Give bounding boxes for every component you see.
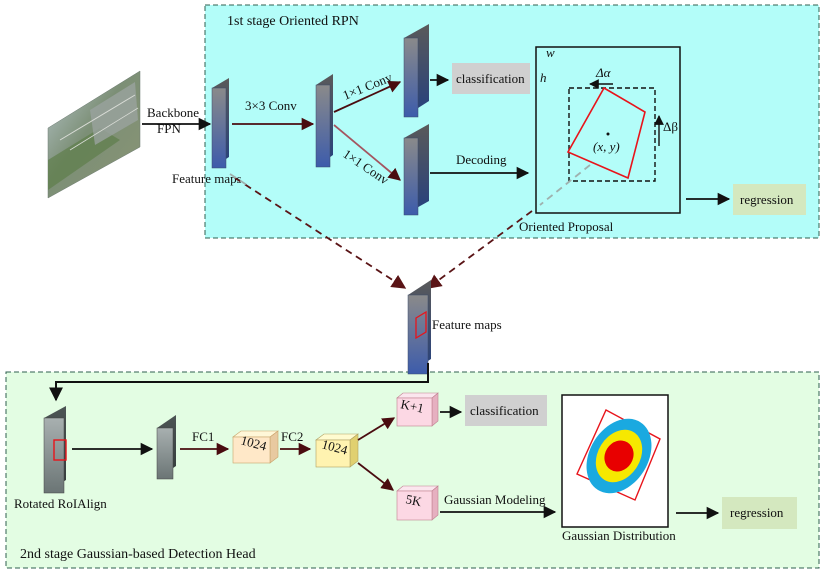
- regression-label-1: regression: [740, 192, 794, 207]
- classification-label-1: classification: [456, 71, 525, 86]
- fc1-dim: 1024: [239, 432, 268, 453]
- center-xy-label: (x, y): [593, 139, 620, 154]
- feature-map-middle: [407, 280, 431, 375]
- fc2-dim: 1024: [320, 436, 349, 457]
- decoding-label: Decoding: [456, 152, 507, 167]
- feature-maps-label-middle: Feature maps: [432, 317, 502, 332]
- regression-box-1: [733, 184, 806, 215]
- dashed-arrow-right-faded: [539, 164, 591, 206]
- stage1-panel: [204, 4, 820, 239]
- gaussian-distribution-label: Gaussian Distribution: [562, 528, 676, 543]
- stage2-title: 2nd stage Gaussian-based Detection Head: [20, 547, 256, 562]
- fc2-label: FC2: [281, 429, 303, 444]
- cls-head-dim: K+1: [399, 396, 425, 416]
- delta-beta-label: Δβ: [663, 119, 678, 134]
- arrow-to-reg-head: [357, 462, 394, 491]
- fc1-label: FC1: [192, 429, 214, 444]
- arrow-feature-to-roialign: [49, 363, 429, 402]
- regression-box-2: [722, 497, 797, 529]
- arrow-1x1conv-top: [333, 80, 402, 113]
- arrow-1x1conv-bottom: [333, 124, 401, 181]
- fc1-block: [232, 430, 279, 464]
- classification-label-2: classification: [470, 403, 539, 418]
- arrow-to-cls-head: [357, 417, 396, 441]
- feature-map-fpn: [211, 78, 229, 169]
- gaussian-distribution-figure: [561, 394, 669, 528]
- rotated-roialign-map: [43, 406, 67, 494]
- feature-map-conv3: [315, 74, 333, 168]
- feature-map-cls-branch: [403, 24, 429, 118]
- feature-map-reg-branch: [403, 124, 429, 216]
- fc2-block: [315, 433, 359, 468]
- backbone-label: Backbone: [147, 105, 199, 120]
- roialign-label: Rotated RoIAlign: [14, 496, 107, 511]
- reg-head-dim: 5K: [404, 491, 423, 509]
- cls-head-block: [396, 392, 439, 427]
- reg-head-block: [396, 485, 439, 521]
- proposal-w-label: w: [546, 45, 555, 60]
- dashed-arrow-left: [234, 177, 407, 289]
- regression-label-2: regression: [730, 505, 784, 520]
- stage1-title: 1st stage Oriented RPN: [227, 14, 359, 29]
- proposal-h-label: h: [540, 70, 547, 85]
- oriented-proposal-figure: [535, 46, 681, 214]
- feature-maps-label-1: Feature maps: [172, 171, 242, 186]
- dashed-arrow-right: [426, 210, 533, 289]
- pooled-feature-block: [156, 415, 176, 480]
- delta-alpha-label: Δα: [595, 65, 612, 80]
- gaussian-modeling-label: Gaussian Modeling: [444, 492, 546, 507]
- input-aerial-image: [47, 70, 141, 199]
- conv3x3-label: 3×3 Conv: [245, 98, 297, 113]
- classification-box-1: [452, 63, 530, 94]
- classification-box-2: [465, 395, 547, 426]
- dashed-arrow-left-faded: [229, 173, 251, 188]
- oriented-proposal-label: Oriented Proposal: [519, 219, 614, 234]
